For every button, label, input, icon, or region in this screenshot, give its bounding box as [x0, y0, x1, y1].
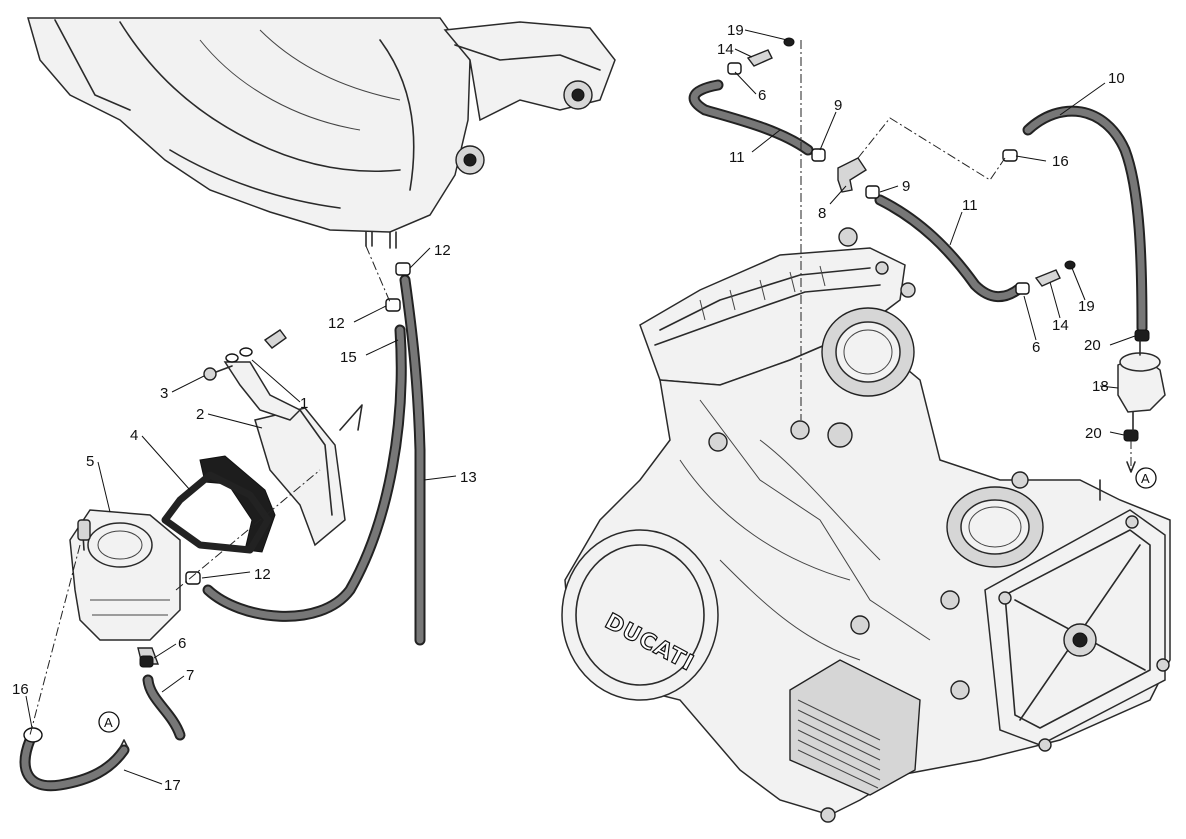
reference-circle [98, 711, 120, 733]
callout-9: 9 [902, 178, 910, 195]
hoses [19, 79, 1148, 792]
callout-labels: 19 14 6 11 9 9 8 11 10 16 19 14 6 20 18 … [12, 22, 1125, 794]
callout-5: 5 [86, 453, 94, 470]
callout-19: 19 [1078, 298, 1095, 315]
callout-11: 11 [729, 149, 745, 166]
callout-16: 16 [12, 681, 29, 698]
reference-a-left: A [104, 715, 113, 730]
callout-4: 4 [130, 427, 138, 444]
callout-10: 10 [1108, 70, 1125, 87]
callout-9: 9 [834, 97, 842, 114]
callout-7: 7 [186, 667, 194, 684]
assembly-guide-lines [29, 40, 1136, 749]
callout-14: 14 [717, 41, 734, 58]
callout-15: 15 [340, 349, 357, 366]
callout-18: 18 [1092, 378, 1109, 395]
callout-12: 12 [434, 242, 451, 259]
callout-1: 1 [300, 395, 308, 412]
callout-8: 8 [818, 205, 826, 222]
callout-6: 6 [178, 635, 186, 652]
callout-12: 12 [328, 315, 345, 332]
callout-6: 6 [1032, 339, 1040, 356]
leader-lines [25, 29, 1136, 785]
callout-12: 12 [254, 566, 271, 583]
callout-19: 19 [727, 22, 744, 39]
callout-16: 16 [1052, 153, 1069, 170]
callout-3: 3 [160, 385, 168, 402]
engine-block: DUCATI [561, 227, 1171, 823]
reference-markers: A A [98, 467, 1157, 733]
reference-circle [1135, 467, 1157, 489]
callout-2: 2 [196, 406, 204, 423]
callout-14: 14 [1052, 317, 1069, 334]
callout-20: 20 [1085, 425, 1102, 442]
callout-11: 11 [962, 197, 978, 214]
fittings [23, 37, 1166, 743]
callout-20: 20 [1084, 337, 1101, 354]
callout-17: 17 [164, 777, 181, 794]
reference-a-right: A [1141, 471, 1150, 486]
callout-6: 6 [758, 87, 766, 104]
callout-13: 13 [460, 469, 477, 486]
fuel-tank-frame [27, 17, 616, 249]
